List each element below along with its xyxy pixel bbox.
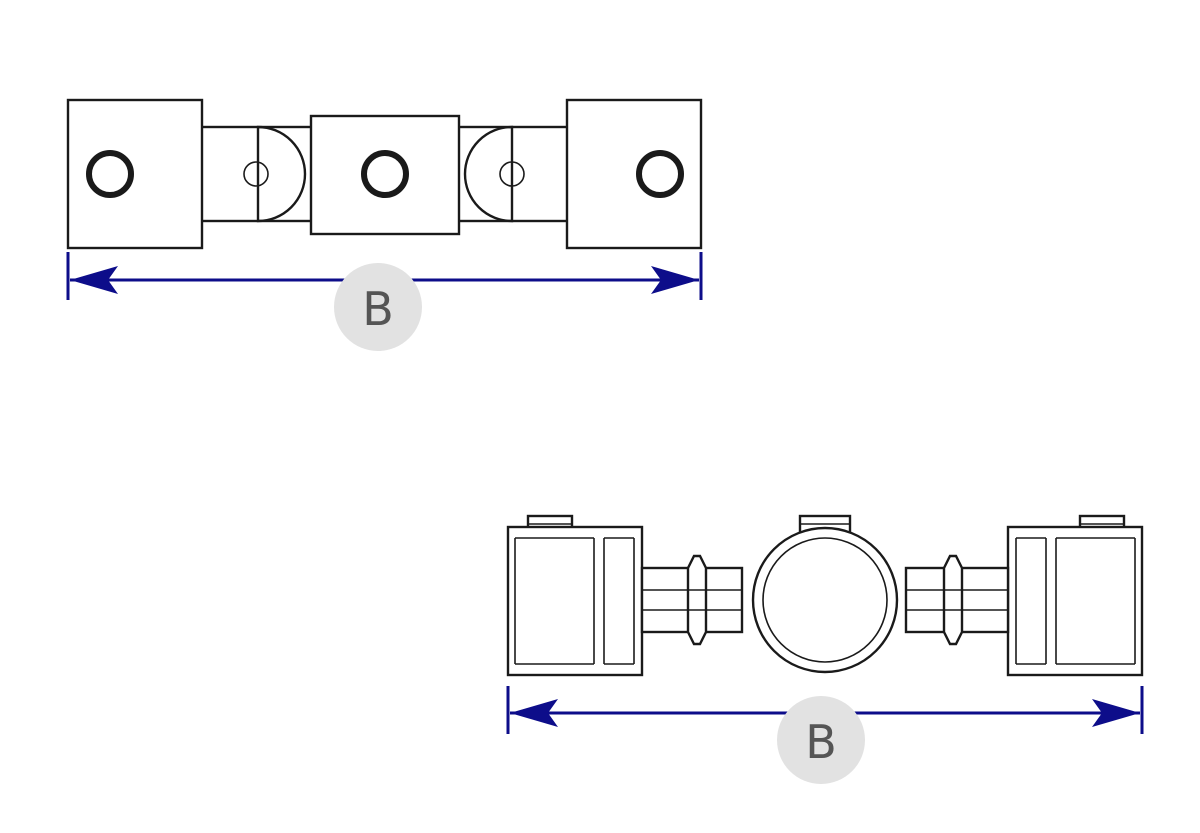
front-view-left-hinge [640,554,744,646]
front-view: B [506,514,1144,784]
front-view-right-clamp [1006,514,1144,677]
front-view-left-clamp [506,514,644,677]
top-dimension: B [66,252,703,351]
front-dimension-label: B [805,715,837,769]
top-dimension-label: B [362,282,394,336]
top-view-left-socket [66,98,204,250]
top-dimension-arrow-left [70,266,118,294]
set-screw-left [86,150,134,198]
top-dimension-label-bubble [334,263,422,351]
top-view-right-link [448,125,572,223]
front-view-right-hinge [904,554,1010,646]
front-view-center-ring [751,514,899,674]
top-view-left-link [198,125,322,223]
front-dimension-arrow-left [510,699,558,727]
hinge-pin-right [499,161,525,187]
front-dimension-arrow-right [1092,699,1140,727]
set-screw-right [636,150,684,198]
top-view-center-socket [309,114,461,236]
top-dimension-arrow-right [651,266,699,294]
set-screw-center [361,150,409,198]
front-dimension-label-bubble [777,696,865,784]
top-view-right-socket [565,98,703,250]
top-view: B [66,98,703,351]
hinge-pin-left [243,161,269,187]
front-dimension: B [506,686,1144,784]
